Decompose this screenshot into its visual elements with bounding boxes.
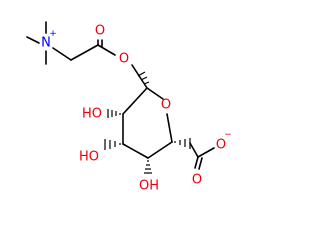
bond-n-ch2 bbox=[52, 47, 72, 61]
bond-c5-cooc bbox=[189, 142, 199, 158]
atom-ring-o: O bbox=[161, 98, 171, 113]
structure-diagram: N + O O O HO HO OH O O − bbox=[26, 21, 232, 194]
bond-c4-c3 bbox=[122, 143, 149, 159]
bond-ester-o-c1 bbox=[131, 64, 148, 89]
betaine-group bbox=[26, 21, 116, 65]
bond-methyl-left bbox=[26, 36, 40, 44]
bond-ring-o-c5 bbox=[166, 113, 173, 143]
charge-carboxyl-minus: − bbox=[224, 130, 232, 140]
carboxylate-group bbox=[189, 142, 215, 170]
bond-c1-ring-o bbox=[146, 87, 164, 100]
bond-ch2-c bbox=[70, 44, 99, 61]
bond-c2-c1 bbox=[122, 87, 148, 115]
bond-coo-double-2 bbox=[198, 157, 203, 170]
atom-carboxyl-o-double: O bbox=[192, 173, 202, 188]
atom-oh-c3: HO bbox=[79, 150, 99, 165]
atom-oh-c4: OH bbox=[139, 179, 159, 194]
charge-n-plus: + bbox=[49, 29, 57, 39]
atom-oh-c2: HO bbox=[82, 107, 102, 122]
bond-coo-double-1 bbox=[194, 156, 199, 169]
atom-carboxyl-o-minus: O bbox=[216, 138, 226, 153]
atom-labels: N + O O O HO HO OH O O − bbox=[41, 24, 232, 194]
bond-c5-c4 bbox=[147, 141, 173, 159]
atom-n-plus: N bbox=[41, 36, 51, 51]
pyranose-ring bbox=[122, 64, 173, 159]
bond-coo-single bbox=[197, 147, 215, 158]
atom-ester-o: O bbox=[119, 52, 129, 67]
atom-carbonyl-o: O bbox=[95, 24, 105, 39]
bond-c-ester-o bbox=[97, 44, 116, 56]
